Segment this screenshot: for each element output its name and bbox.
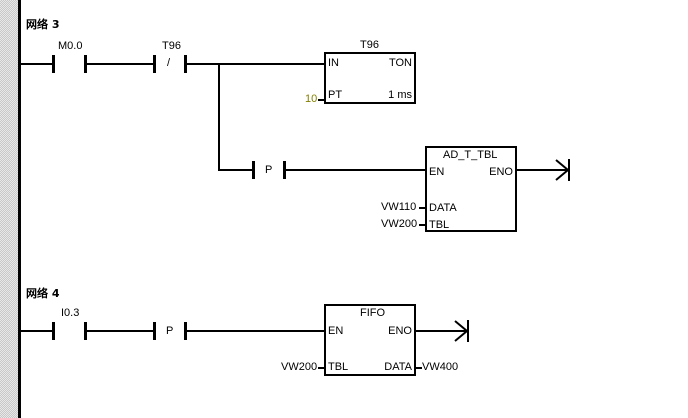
eno-wire <box>517 169 567 171</box>
pin-stub <box>419 207 425 209</box>
contact-i03-right[interactable] <box>84 322 87 340</box>
contact-m00-left[interactable] <box>52 55 55 73</box>
pin-data: DATA <box>429 202 457 214</box>
output-arrow-icon <box>555 159 570 181</box>
tbl-operand[interactable]: VW200 <box>281 361 318 373</box>
wire <box>218 169 253 171</box>
pin-unit: 1 ms <box>388 89 412 101</box>
contact-t96-right[interactable] <box>184 55 187 73</box>
wire <box>186 330 326 332</box>
wire <box>86 63 154 65</box>
wire <box>285 169 426 171</box>
pin-eno: ENO <box>489 166 513 178</box>
pt-constant[interactable]: 10 <box>305 93 318 105</box>
wire <box>21 330 53 332</box>
contact-m00-address: M0.0 <box>58 40 83 52</box>
pin-en: EN <box>429 166 445 178</box>
pin-tbl: TBL <box>429 219 450 231</box>
timer-name: T96 <box>360 39 379 51</box>
ton-box[interactable]: IN TON PT 1 ms <box>324 52 416 104</box>
pin-data: DATA <box>384 361 412 373</box>
pin-eno: ENO <box>388 325 412 337</box>
pin-stub <box>419 224 425 226</box>
pin-stub <box>416 367 422 369</box>
data-operand[interactable]: VW400 <box>422 361 459 373</box>
pin-stub <box>318 99 324 101</box>
ad-t-tbl-box[interactable]: AD_T_TBL EN ENO DATA TBL <box>425 146 517 232</box>
pin-ton: TON <box>388 57 412 69</box>
pin-en: EN <box>328 325 344 337</box>
pin-stub <box>318 367 324 369</box>
p-contact-symbol: P <box>166 325 174 337</box>
contact-t96-address: T96 <box>162 40 181 52</box>
wire <box>186 63 326 65</box>
p-contact-symbol: P <box>265 164 273 176</box>
contact-i03-left[interactable] <box>52 322 55 340</box>
p-contact-right[interactable] <box>184 322 187 340</box>
pin-pt: PT <box>328 89 343 101</box>
data-operand[interactable]: VW110 <box>381 201 417 213</box>
left-power-rail <box>18 0 21 418</box>
editor-gutter <box>0 0 18 418</box>
p-contact-left[interactable] <box>153 322 156 340</box>
eno-wire <box>416 330 466 332</box>
wire <box>21 63 53 65</box>
contact-i03-address: I0.3 <box>61 307 80 319</box>
branch-wire <box>218 63 220 171</box>
pin-in: IN <box>328 57 339 69</box>
output-arrow-icon <box>454 320 469 342</box>
p-contact-right[interactable] <box>283 161 286 179</box>
contact-m00-right[interactable] <box>84 55 87 73</box>
fifo-box[interactable]: FIFO EN ENO TBL DATA <box>324 304 416 376</box>
tbl-operand[interactable]: VW200 <box>381 218 418 230</box>
contact-t96-nc-symbol: / <box>167 57 171 69</box>
box-title: AD_T_TBL <box>443 149 498 161</box>
contact-t96-left[interactable] <box>153 55 156 73</box>
network-3-title: 网络 3 <box>26 18 60 31</box>
wire <box>86 330 154 332</box>
box-title: FIFO <box>360 307 386 319</box>
network-4-title: 网络 4 <box>26 287 60 300</box>
p-contact-left[interactable] <box>252 161 255 179</box>
pin-tbl: TBL <box>328 361 349 373</box>
